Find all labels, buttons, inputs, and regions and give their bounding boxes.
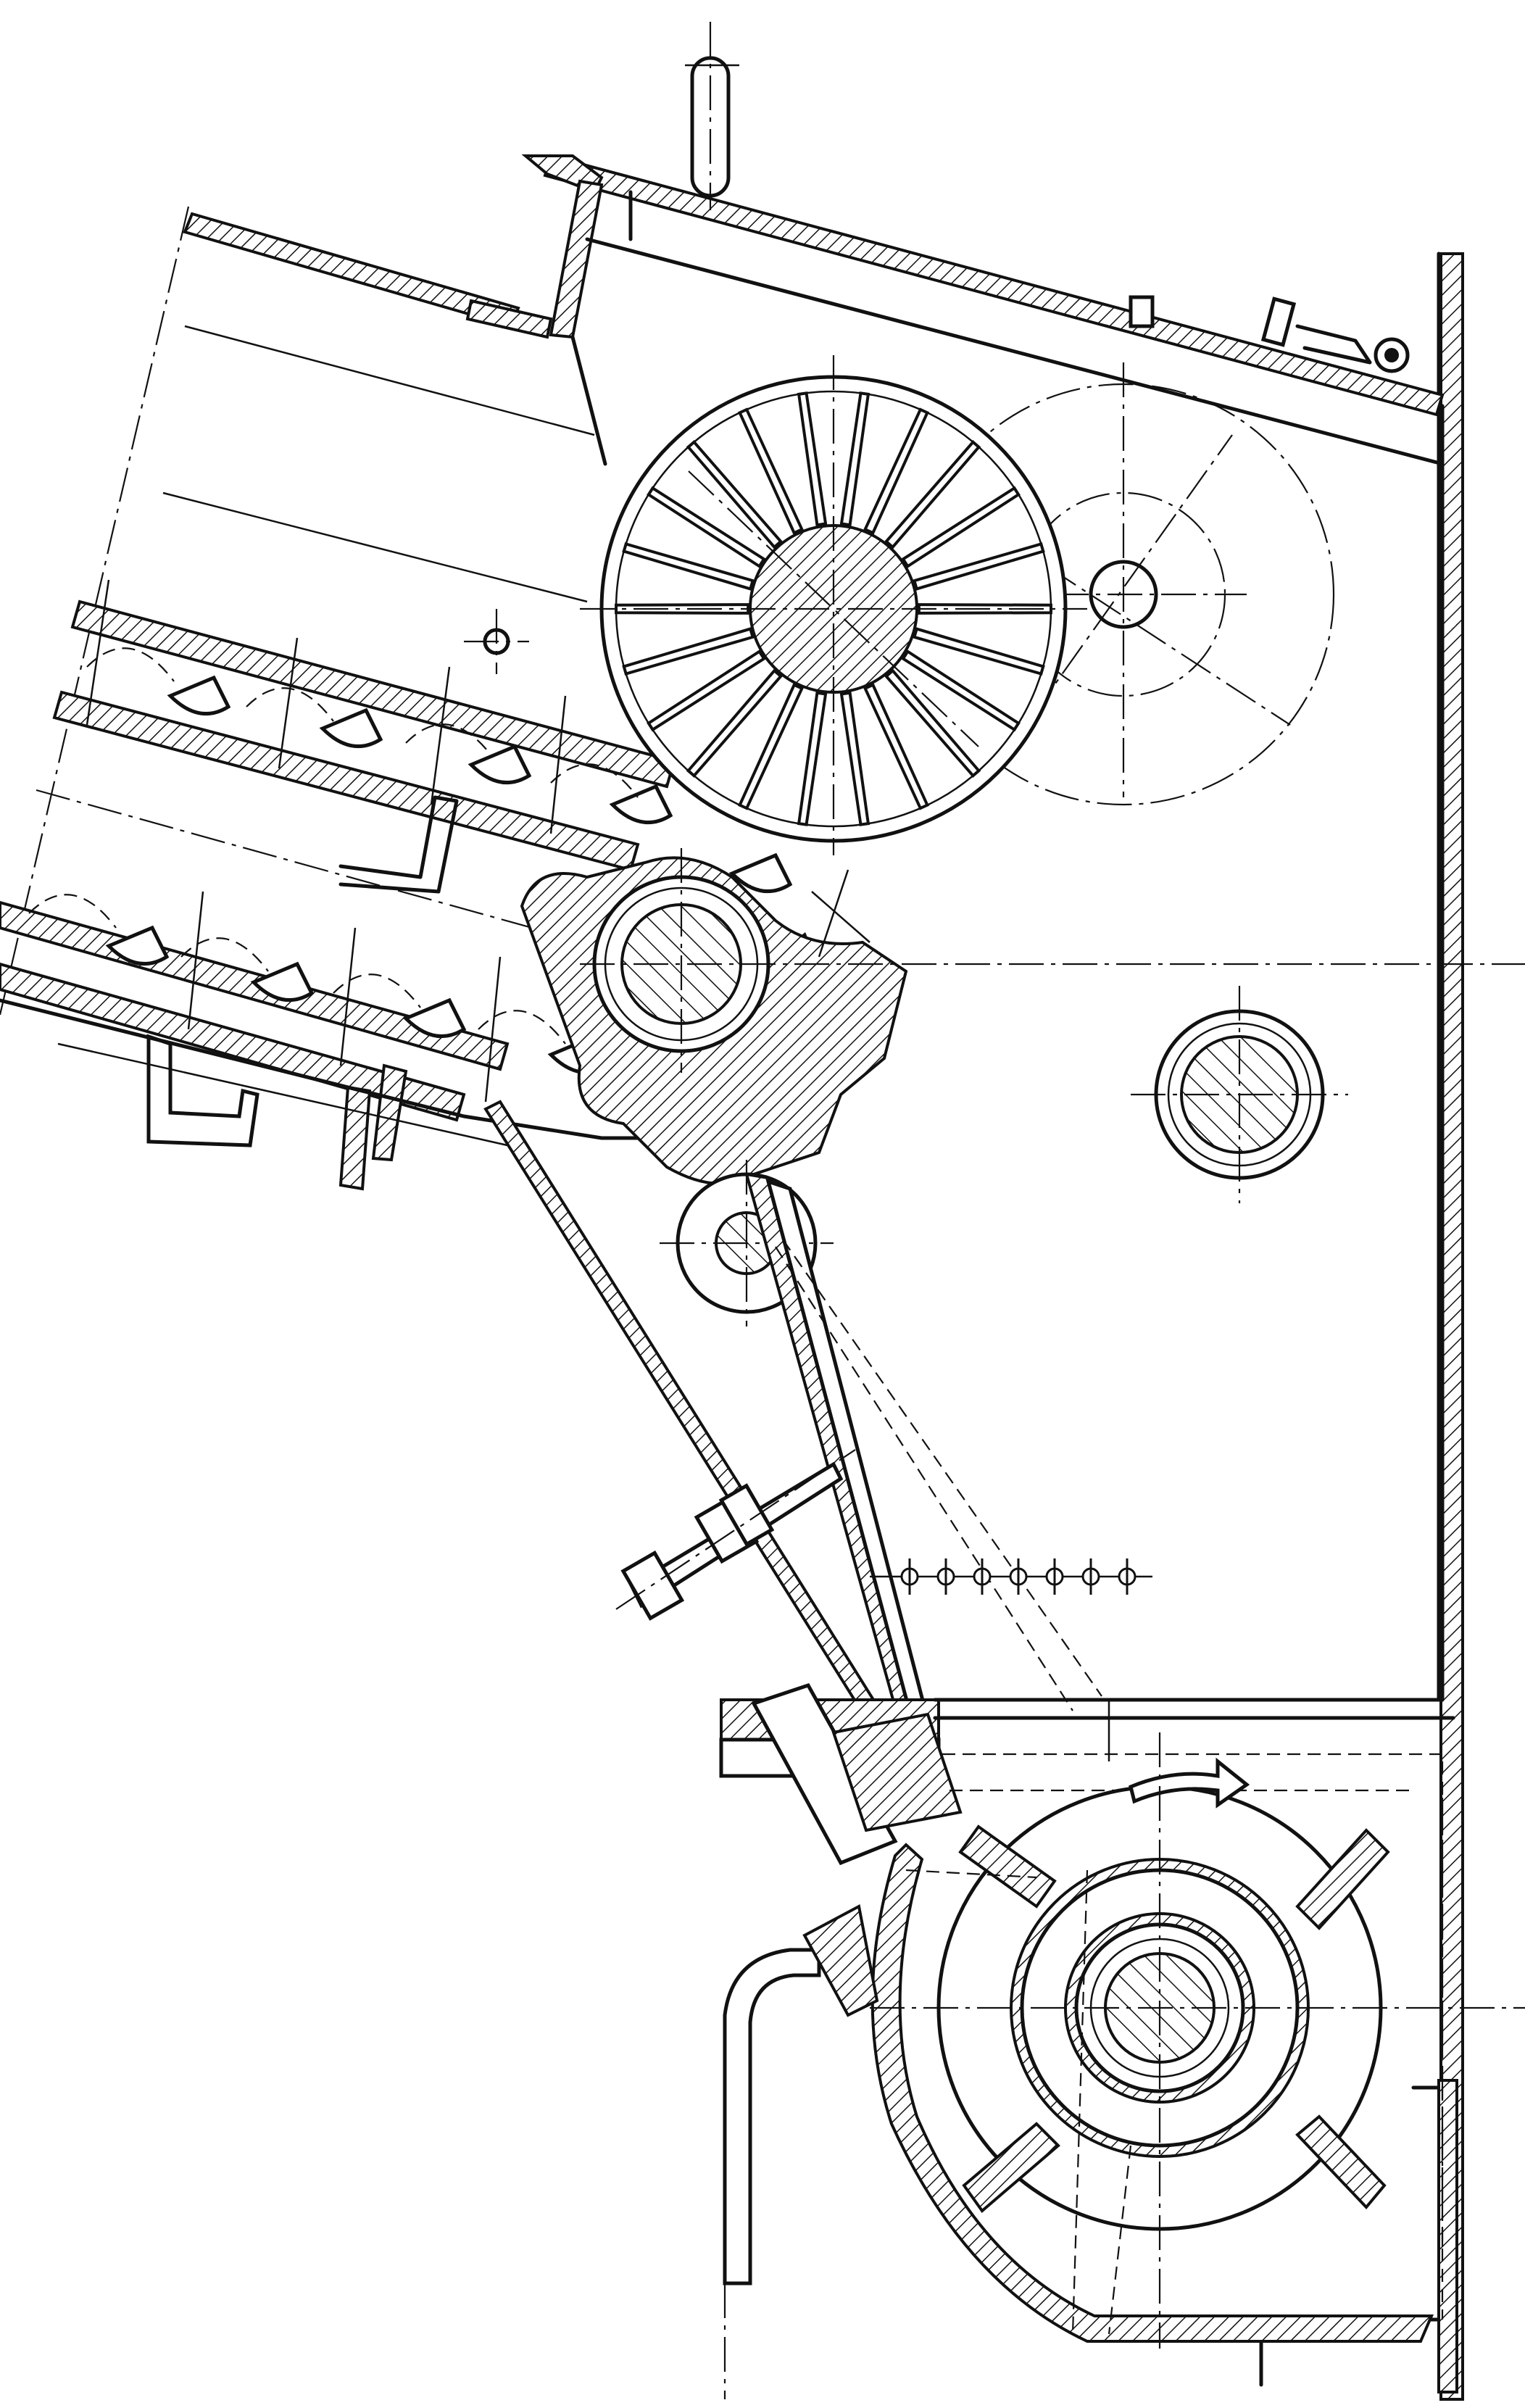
beater-spoke — [839, 691, 870, 826]
beater-spoke — [912, 541, 1045, 591]
cleaning-rotor — [802, 1700, 1525, 2349]
frame-shaft — [1131, 986, 1348, 1203]
beater-spoke — [863, 407, 930, 535]
drive-sprocket — [520, 848, 1525, 1185]
beater-spoke — [901, 486, 1021, 569]
beater-spoke — [884, 668, 981, 778]
beater-spoke — [686, 668, 784, 778]
beater-spoke — [647, 649, 766, 732]
chain-conveyor-with-slats — [0, 579, 822, 1191]
beater-spoke — [737, 407, 805, 535]
beater-spoke — [615, 603, 750, 615]
beater-spoke — [737, 683, 805, 810]
beater-spoke — [901, 649, 1021, 732]
adjustment-bolt — [615, 1449, 856, 1621]
rotation-arrow-icon — [1129, 1757, 1250, 1809]
beater-spoke — [912, 627, 1045, 676]
spoked-beater-drum — [580, 355, 1087, 855]
beater-spoke — [686, 440, 784, 549]
beater-spoke — [622, 627, 755, 676]
beater-spoke — [863, 683, 930, 810]
vertical-frame-plate — [1437, 252, 1464, 2401]
beater-spoke — [884, 440, 981, 549]
beater-spoke — [647, 486, 766, 569]
pivoting-flap — [483, 1100, 1152, 1782]
beater-spoke — [839, 391, 870, 527]
beater-spoke — [622, 541, 755, 591]
inclined-conveyor-housing — [0, 22, 1445, 1702]
beater-pulley — [912, 362, 1335, 806]
beater-spoke — [797, 691, 828, 826]
beater-spoke — [797, 391, 828, 527]
